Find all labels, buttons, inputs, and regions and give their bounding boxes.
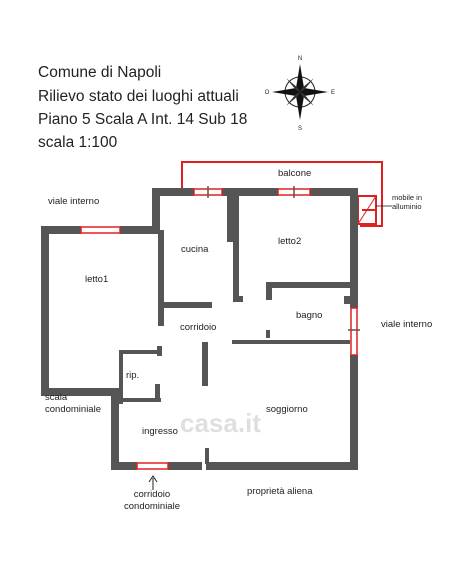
compass-south: S (298, 126, 302, 132)
room-letto1: letto1 (85, 274, 109, 285)
compass-west: O (265, 90, 270, 96)
label-corridoio-line1: corridoio (133, 489, 171, 500)
compass-north: N (298, 56, 302, 62)
room-bagno: bagno (296, 310, 323, 321)
label-viale-interno-right: viale interno (381, 319, 433, 330)
label-corridoio-condominiale: corridoio condominiale (124, 489, 180, 513)
label-mobile-line2: alluminio (392, 202, 422, 211)
label-scala-condominiale: scala condominiale (45, 392, 101, 416)
label-scala-line2: condominiale (45, 404, 101, 415)
room-cucina: cucina (181, 244, 209, 255)
compass-east: E (331, 90, 335, 96)
label-proprieta-aliena: proprietà aliena (247, 486, 313, 497)
interior-walls (119, 196, 356, 464)
room-ingresso: ingresso (142, 426, 178, 437)
title-comune: Comune di Napoli (38, 64, 162, 81)
label-mobile-alluminio: mobile in alluminio (392, 193, 422, 211)
title-piano: Piano 5 Scala A Int. 14 Sub 18 (38, 111, 248, 128)
label-viale-interno-left: viale interno (48, 196, 100, 207)
exterior-walls (41, 188, 358, 470)
room-corridoio: corridoio (180, 322, 217, 333)
compass-icon: N S O E (265, 56, 335, 132)
label-corridoio-line2: condominiale (124, 501, 180, 512)
watermark-text: casa.it (180, 408, 261, 438)
windows (80, 186, 360, 470)
room-rip: rip. (126, 370, 140, 381)
room-balcone: balcone (278, 168, 312, 179)
room-soggiorno: soggiorno (266, 404, 308, 415)
title-rilievo: Rilievo stato dei luoghi attuali (38, 88, 239, 105)
label-scala-line1: scala (45, 392, 68, 403)
label-mobile-line1: mobile in (392, 193, 423, 202)
room-letto2: letto2 (278, 236, 302, 247)
arrow-up-icon (148, 475, 158, 490)
title-scala: scala 1:100 (38, 134, 118, 151)
